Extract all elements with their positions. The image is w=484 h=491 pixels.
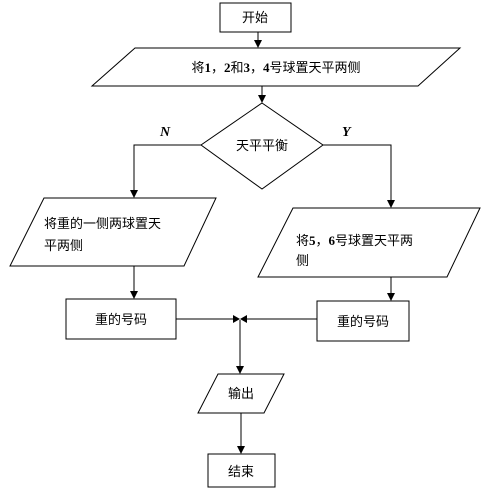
step1-text-1: 将 [191,61,204,76]
arrowhead-right-result [387,293,395,301]
left-step-line2: 平两侧 [44,239,83,254]
right-result-label: 重的号码 [337,314,389,330]
step1-text-4: ， [250,61,263,76]
right-result-node: 重的号码 [316,300,410,342]
end-label: 结束 [228,465,254,480]
arrowhead-merge-right [240,315,247,323]
step1-text-2: ， [211,61,224,76]
yes-branch-label: Y [342,125,352,140]
output-parallelogram [197,373,285,414]
step1-num-1: 1 [204,60,211,75]
right-step-num-2: 6 [329,233,336,248]
right-step-node: 将5，6号球置天平两 侧 [257,207,481,278]
right-step-line2: 侧 [296,254,309,269]
step1-num-2: 2 [224,60,231,75]
no-branch-label: N [159,125,171,140]
right-step-text-3: 号球置天平两 [335,234,413,249]
right-step-text-2: ， [316,234,329,249]
step1-text-3: 和 [230,61,243,76]
output-node: 输出 [197,373,285,414]
right-step-parallelogram [257,207,481,278]
decision-label: 天平平衡 [236,139,288,154]
arrowhead-merge-left [233,315,240,323]
arrowheads [130,40,395,454]
output-label: 输出 [228,386,254,402]
right-step-line1: 将5，6号球置天平两 [296,233,413,249]
start-label: 开始 [242,11,268,26]
start-box [219,2,292,33]
right-step-num-1: 5 [309,233,316,248]
arrowhead-decision [258,95,266,103]
arrowhead-left-result [130,291,138,299]
right-step-text-1: 将 [296,234,309,249]
left-result-box [65,298,177,340]
right-result-box [316,300,410,342]
decision-diamond [200,102,324,190]
step1-label: 将1，2和3，4号球置天平两侧 [191,60,360,76]
left-result-node: 重的号码 [65,298,177,340]
end-node: 结束 [207,453,276,488]
left-step-parallelogram [9,197,217,267]
left-step-node: 将重的一侧两球置天 平两侧 [9,197,217,267]
arrowhead-step1 [254,40,262,48]
connectors [133,32,392,446]
step1-text-5: 号球置天平两侧 [270,61,361,76]
decision-node: 天平平衡 N Y [159,102,352,190]
step1-num-4: 4 [263,60,270,75]
step1-parallelogram [90,47,462,87]
start-node: 开始 [219,2,292,33]
connector-decision-yes [323,144,392,200]
left-result-label: 重的号码 [95,312,147,328]
connector-decision-no [133,144,201,190]
arrowhead-left-step [130,190,138,198]
step1-num-3: 3 [244,60,251,75]
arrowhead-end [237,446,245,454]
arrowhead-right-step [387,200,395,208]
end-box [207,453,276,488]
left-step-line1: 将重的一侧两球置天 [44,216,161,232]
arrowhead-output [236,366,244,374]
step1-node: 将1，2和3，4号球置天平两侧 [90,47,462,87]
